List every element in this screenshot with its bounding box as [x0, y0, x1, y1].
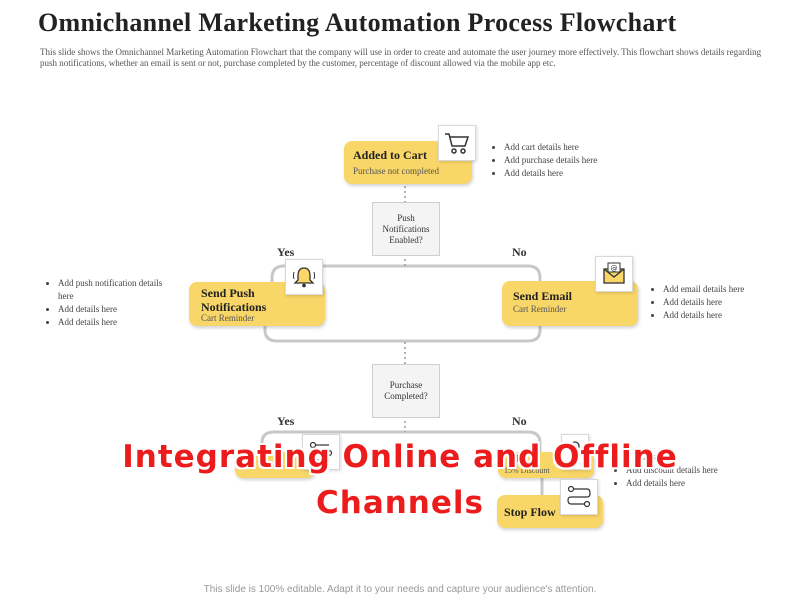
send-email-subtitle: Cart Reminder — [513, 304, 567, 314]
push-enabled-decision: Push Notifications Enabled? — [372, 202, 440, 256]
added-to-cart-title: Added to Cart — [353, 148, 427, 162]
no-label-bottom: No — [512, 414, 527, 428]
slide-description: This slide shows the Omnichannel Marketi… — [40, 47, 762, 68]
send-push-subtitle: Cart Reminder — [201, 313, 255, 323]
workflow-icon-box-right — [560, 479, 598, 515]
added-to-cart-subtitle: Purchase not completed — [353, 166, 439, 176]
list-item: Add details here — [58, 316, 178, 329]
list-item: Add purchase details here — [504, 154, 664, 167]
offer-subtitle: 15% Discount — [504, 466, 550, 475]
shopping-cart-icon — [445, 133, 470, 154]
svg-text:@: @ — [611, 265, 618, 273]
workflow-icon-box-left — [302, 434, 340, 470]
envelope-icon: @ — [603, 262, 625, 284]
list-item: Add details here — [504, 167, 664, 180]
stop-left-title: S — [243, 458, 250, 472]
workflow-icon — [309, 441, 333, 461]
send-push-title: Send Push Notifications — [201, 286, 267, 314]
slide-footer: This slide is 100% editable. Adapt it to… — [203, 584, 597, 595]
bell-icon — [293, 267, 315, 288]
stop-flow-title: Stop Flow — [504, 505, 556, 519]
list-item: Add details here — [626, 477, 776, 490]
offer-bullets: d details here Add discount details here… — [614, 451, 776, 490]
list-item: Add details here — [663, 296, 800, 309]
push-enabled-decision-text: Push Notifications Enabled? — [382, 212, 430, 245]
overlay-line-2: Channels — [316, 485, 484, 521]
no-label-top: No — [512, 245, 527, 259]
added-to-cart-node: Added to Cart Purchase not completed — [344, 141, 472, 184]
list-item: Add push notification details here — [58, 277, 178, 303]
bell-icon-box — [285, 259, 323, 295]
send-email-title: Send Email — [513, 289, 573, 303]
yes-label-bottom: Yes — [277, 414, 295, 428]
cart-icon-box — [438, 125, 476, 161]
send-push-node: Send Push Notifications Cart Reminder — [189, 282, 325, 326]
overlay-line-1: Integrating Online and Offline — [122, 439, 678, 475]
key-icon-box — [561, 434, 589, 470]
purchase-completed-decision: Purchase Completed? — [372, 364, 440, 418]
list-item: Add details here — [663, 309, 800, 322]
connector-bottom-merge — [263, 322, 542, 343]
workflow-icon — [567, 485, 591, 508]
connector-lower-branch — [260, 430, 542, 454]
list-item: Add discount details here — [626, 464, 776, 477]
list-item: d details here — [626, 451, 776, 464]
email-bullets: Add email details here Add details here … — [651, 283, 800, 322]
cart-bullets: Add cart details here Add purchase detai… — [492, 141, 664, 180]
push-bullets: Add push notification details here Add d… — [46, 277, 178, 329]
slide-title: Omnichannel Marketing Automation Process… — [38, 8, 677, 37]
envelope-icon-box: @ — [595, 256, 633, 292]
list-item: Add email details here — [663, 283, 800, 296]
stop-left-node: S — [235, 452, 315, 478]
list-item: Add cart details here — [504, 141, 664, 154]
offer-title: F — [516, 453, 523, 465]
yes-label-top: Yes — [277, 245, 295, 259]
connector-top-branch — [270, 264, 542, 306]
overlay-headline: Integrating Online and Offline Channels — [120, 434, 680, 526]
list-item: Add details here — [58, 303, 178, 316]
send-email-node: Send Email Cart Reminder — [502, 281, 638, 326]
key-icon — [570, 441, 580, 461]
purchase-completed-decision-text: Purchase Completed? — [384, 380, 428, 401]
